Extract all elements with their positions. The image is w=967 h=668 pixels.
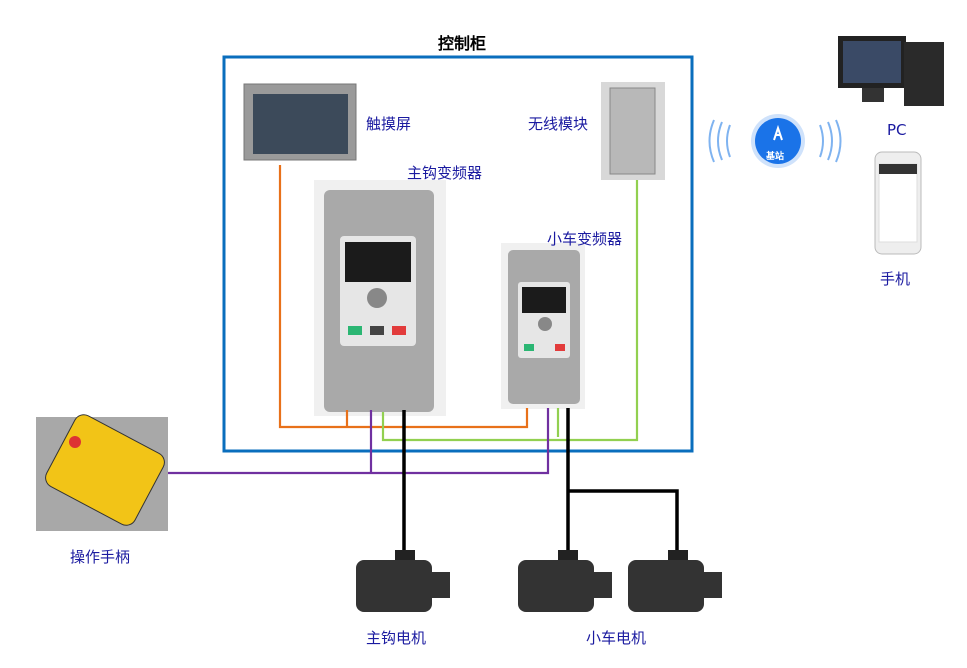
touchscreen-device <box>243 83 357 161</box>
trolley-motor-device-1 <box>518 550 612 612</box>
wireless-module-device <box>601 82 665 180</box>
trolley-vfd-device <box>501 243 585 409</box>
phone-device <box>874 151 922 255</box>
hook-motor-device <box>356 550 450 612</box>
base-station-label: 基站 <box>766 152 785 162</box>
hook-motor-label: 主钩电机 <box>366 629 427 647</box>
pendant-device <box>36 414 168 531</box>
purple-wire <box>168 408 550 475</box>
trolley-motor-device-2 <box>628 550 722 612</box>
pendant-label: 操作手柄 <box>70 548 131 566</box>
pc-label: PC <box>887 121 907 139</box>
hook-vfd-label: 主钩变频器 <box>407 164 483 182</box>
wireless-module-label: 无线模块 <box>528 115 589 133</box>
trolley-vfd-label: 小车变频器 <box>547 230 623 248</box>
trolley-motor-cable-branch <box>568 489 679 552</box>
control-cabinet-title: 控制柜 <box>438 34 487 53</box>
touchscreen-label: 触摸屏 <box>366 115 412 133</box>
control-cabinet-box <box>222 55 694 453</box>
trolley-motor-label: 小车电机 <box>586 629 647 647</box>
green-wire <box>381 180 639 442</box>
phone-label: 手机 <box>880 270 911 288</box>
hook-vfd-device <box>314 180 446 416</box>
pc-device <box>838 36 944 106</box>
base-station-icon <box>708 114 842 168</box>
